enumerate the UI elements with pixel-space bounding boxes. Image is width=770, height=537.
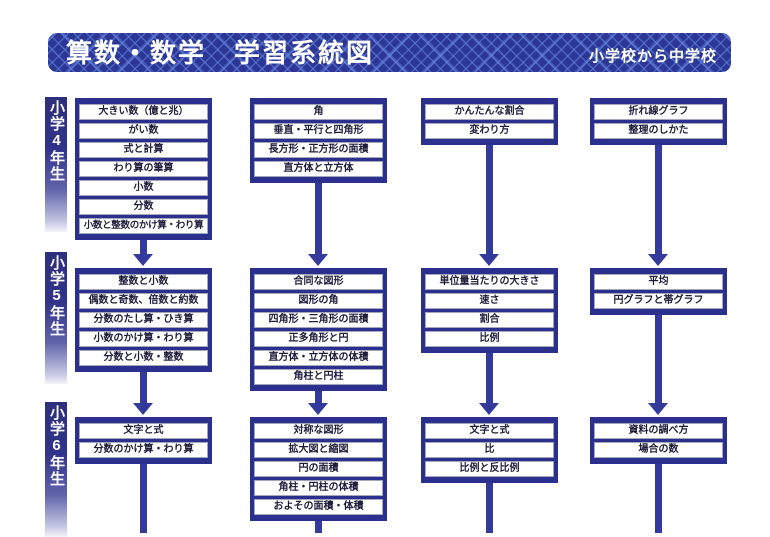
header-banner: 算数・数学 学習系統図 小学校から中学校: [48, 33, 731, 72]
topic-box: 偶数と奇数、倍数と約数: [79, 293, 208, 309]
topic-box: およその面積・体積: [254, 499, 383, 515]
flow-arrowhead: [479, 254, 499, 266]
flow-arrowhead: [648, 254, 668, 266]
g5-geometry-group: 合同な図形 図形の角 四角形・三角形の面積 正多角形と円 直方体・立方体の体積 …: [250, 268, 387, 391]
flow-arrowhead: [479, 403, 499, 415]
topic-box: 垂直・平行と四角形: [254, 123, 383, 139]
topic-box: 拡大図と縮図: [254, 442, 383, 458]
flow-connector: [140, 370, 147, 405]
flow-connector: [486, 351, 493, 405]
grade-band-5-label: 小学5年生: [48, 255, 65, 337]
topic-box: 正多角形と円: [254, 331, 383, 347]
topic-box: 小数のかけ算・わり算: [79, 331, 208, 347]
g6-ratio-group: 文字と式 比 比例と反比例: [421, 417, 558, 483]
topic-box: 円グラフと帯グラフ: [594, 293, 723, 309]
flow-connector: [140, 462, 147, 533]
g4-data-group: 折れ線グラフ 整理のしかた: [590, 98, 727, 145]
grade-band-4: 小学4年生: [45, 97, 67, 232]
topic-box: 整理のしかた: [594, 123, 723, 139]
topic-box: 角柱と円柱: [254, 369, 383, 385]
topic-box: 比例と反比例: [425, 461, 554, 477]
topic-box: 円の面積: [254, 461, 383, 477]
topic-box: 直方体と立方体: [254, 161, 383, 177]
grade-band-5: 小学5年生: [45, 252, 67, 384]
topic-box: 文字と式: [425, 423, 554, 439]
flow-connector: [655, 143, 662, 256]
g4-geometry-group: 角 垂直・平行と四角形 長方形・正方形の面積 直方体と立方体: [250, 98, 387, 183]
topic-box: 式と計算: [79, 142, 208, 158]
page-title: 算数・数学 学習系統図: [66, 37, 375, 68]
g5-numbers-group: 整数と小数 偶数と奇数、倍数と約数 分数のたし算・ひき算 小数のかけ算・わり算 …: [75, 268, 212, 372]
topic-box: 単位量当たりの大きさ: [425, 274, 554, 290]
g5-ratio-group: 単位量当たりの大きさ 速さ 割合 比例: [421, 268, 558, 353]
topic-box: わり算の筆算: [79, 161, 208, 177]
topic-box: 分数と小数・整数: [79, 350, 208, 366]
g5-data-group: 平均 円グラフと帯グラフ: [590, 268, 727, 315]
topic-box: 場合の数: [594, 442, 723, 458]
topic-box: 分数のたし算・ひき算: [79, 312, 208, 328]
topic-box: 長方形・正方形の面積: [254, 142, 383, 158]
topic-box: 整数と小数: [79, 274, 208, 290]
flow-arrowhead: [133, 254, 153, 266]
topic-box: がい数: [79, 123, 208, 139]
topic-box: 資料の調べ方: [594, 423, 723, 439]
topic-box: 角柱・円柱の体積: [254, 480, 383, 496]
g6-geometry-group: 対称な図形 拡大図と縮図 円の面積 角柱・円柱の体積 およその面積・体積: [250, 417, 387, 521]
topic-box: 四角形・三角形の面積: [254, 312, 383, 328]
flow-connector: [655, 462, 662, 533]
header-subtitle: 小学校から中学校: [588, 48, 717, 65]
flow-connector: [486, 143, 493, 256]
flow-arrowhead: [308, 403, 328, 415]
flow-connector: [140, 238, 147, 256]
topic-box: 合同な図形: [254, 274, 383, 290]
flow-arrowhead: [133, 403, 153, 415]
g4-ratio-group: かんたんな割合 変わり方: [421, 98, 558, 145]
topic-box: 図形の角: [254, 293, 383, 309]
flow-connector: [655, 313, 662, 405]
topic-box: 折れ線グラフ: [594, 104, 723, 120]
grade-band-6: 小学6年生: [45, 402, 67, 537]
grade-band-4-label: 小学4年生: [48, 100, 65, 182]
flow-arrowhead: [308, 254, 328, 266]
topic-box: 比: [425, 442, 554, 458]
topic-box: 速さ: [425, 293, 554, 309]
g6-data-group: 資料の調べ方 場合の数: [590, 417, 727, 464]
flow-connector: [315, 181, 322, 256]
flow-arrowhead: [648, 403, 668, 415]
topic-box: 小数: [79, 180, 208, 196]
topic-box: 対称な図形: [254, 423, 383, 439]
topic-box: 小数と整数のかけ算・わり算: [79, 218, 208, 234]
topic-box: 角: [254, 104, 383, 120]
topic-box: かんたんな割合: [425, 104, 554, 120]
topic-box: 直方体・立方体の体積: [254, 350, 383, 366]
topic-box: 分数: [79, 199, 208, 215]
flow-connector: [315, 389, 322, 405]
grade-band-6-label: 小学6年生: [48, 405, 65, 487]
topic-box: 分数のかけ算・わり算: [79, 442, 208, 458]
topic-box: 割合: [425, 312, 554, 328]
flow-connector: [315, 519, 322, 533]
topic-box: 文字と式: [79, 423, 208, 439]
g6-numbers-group: 文字と式 分数のかけ算・わり算: [75, 417, 212, 464]
topic-box: 大きい数（億と兆）: [79, 104, 208, 120]
topic-box: 平均: [594, 274, 723, 290]
topic-box: 比例: [425, 331, 554, 347]
topic-box: 変わり方: [425, 123, 554, 139]
g4-numbers-group: 大きい数（億と兆） がい数 式と計算 わり算の筆算 小数 分数 小数と整数のかけ…: [75, 98, 212, 240]
flow-connector: [486, 481, 493, 533]
